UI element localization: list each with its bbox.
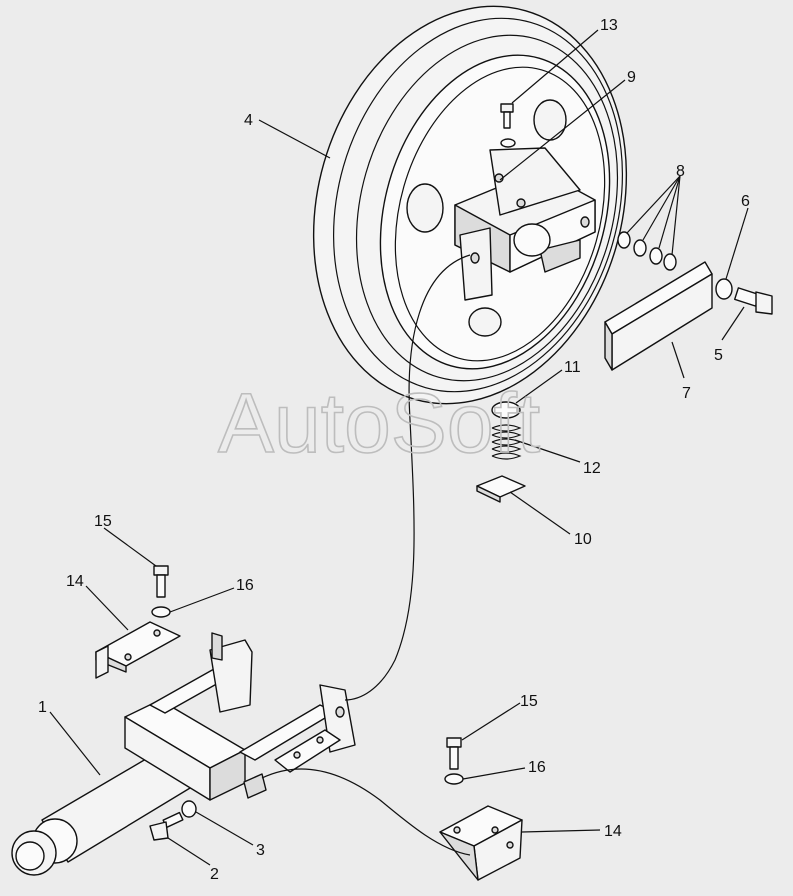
callout-15-lower: 15 <box>520 693 538 710</box>
grease-line-lower <box>261 768 471 856</box>
watermark: AutoSoft <box>218 376 540 470</box>
clip-14-upper <box>95 621 181 679</box>
callout-5: 5 <box>714 347 723 364</box>
callout-7: 7 <box>682 385 691 402</box>
washer-6 <box>715 278 733 300</box>
callout-8: 8 <box>676 163 685 180</box>
callout-3: 3 <box>256 842 265 859</box>
callout-11: 11 <box>564 359 581 376</box>
callout-14-upper: 14 <box>66 573 84 590</box>
callout-15-upper: 15 <box>94 513 112 530</box>
clip-14-lower <box>439 805 523 881</box>
idler-bracket <box>454 138 596 301</box>
callout-4: 4 <box>244 112 253 129</box>
washer-3 <box>181 800 197 818</box>
callout-10: 10 <box>574 531 592 548</box>
bolt-13 <box>500 103 514 129</box>
bolt-15-lower <box>446 737 462 770</box>
grease-line <box>344 254 471 701</box>
callout-6: 6 <box>741 193 750 210</box>
bolt-15-upper <box>153 565 169 598</box>
callouts: 4 13 9 8 6 5 7 11 12 10 15 14 16 1 3 2 1… <box>38 17 750 883</box>
plate-7 <box>604 261 713 371</box>
callout-1: 1 <box>38 699 47 716</box>
callout-2: 2 <box>210 866 219 883</box>
callout-9: 9 <box>627 69 636 86</box>
bolt-2 <box>149 811 184 841</box>
washer-16-lower <box>444 773 464 785</box>
callout-16-lower: 16 <box>528 759 546 776</box>
spring-assembly <box>476 401 526 503</box>
recoil-cylinder-assembly <box>11 632 356 876</box>
callout-12: 12 <box>583 460 601 477</box>
callout-13: 13 <box>600 17 618 34</box>
leader-lines <box>49 29 749 866</box>
washer-16-upper <box>151 606 171 618</box>
callout-16-upper: 16 <box>236 577 254 594</box>
callout-14-lower: 14 <box>604 823 622 840</box>
shims-8 <box>617 231 677 271</box>
bolt-5 <box>733 287 773 315</box>
